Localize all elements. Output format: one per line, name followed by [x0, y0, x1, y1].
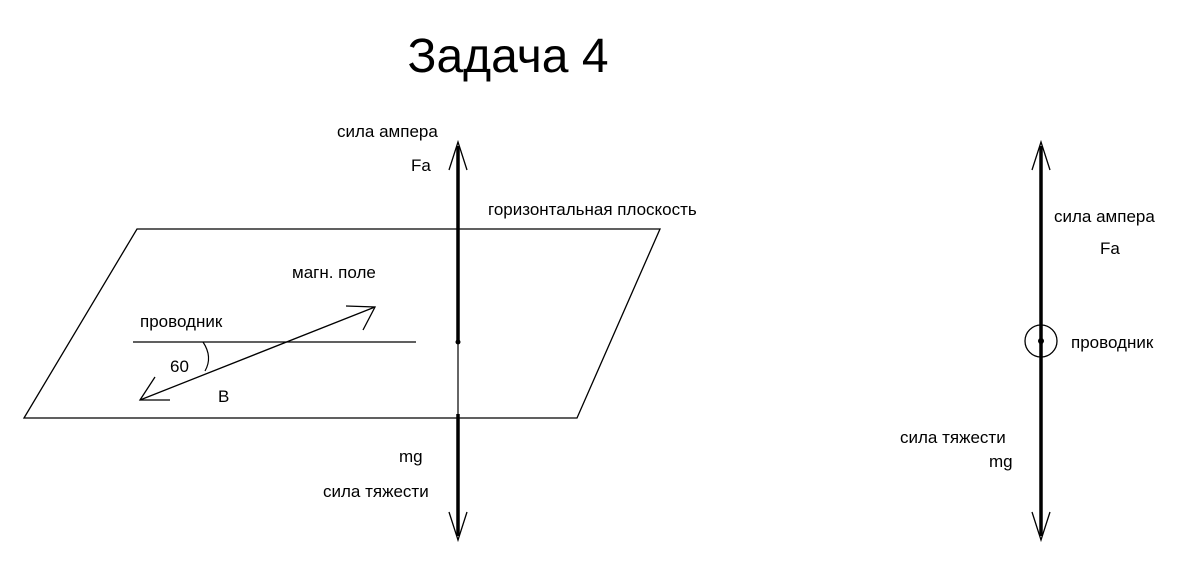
- plane-label: горизонтальная плоскость: [488, 200, 697, 219]
- field-vector-line: [139, 306, 376, 401]
- gravity-symbol: mg: [399, 447, 423, 466]
- ampere-force-label: сила ампера: [1054, 207, 1155, 226]
- ampere-force-arrowhead: [448, 139, 468, 171]
- gravity-symbol: mg: [989, 452, 1013, 471]
- ampere-force-label: сила ампера: [337, 122, 438, 141]
- field-arrowhead-lower: [138, 376, 170, 401]
- ampere-force-arrowhead: [1031, 139, 1051, 171]
- gravity-arrowhead: [1031, 511, 1051, 543]
- gravity-label: сила тяжести: [323, 482, 429, 501]
- ampere-force-symbol: Fa: [1100, 239, 1120, 258]
- current-dot-icon: [1038, 338, 1044, 344]
- conductor-point: [455, 339, 461, 345]
- page-title: Задача 4: [407, 30, 608, 83]
- horizontal-plane: [22, 228, 661, 419]
- field-symbol: B: [218, 387, 229, 406]
- field-arrowhead-upper: [345, 305, 377, 331]
- ampere-force-symbol: Fa: [411, 156, 431, 175]
- conductor-label: проводник: [140, 312, 223, 331]
- conductor-cross-section: [1024, 324, 1058, 358]
- gravity-arrowhead: [448, 511, 468, 543]
- conductor-label: проводник: [1071, 333, 1154, 352]
- gravity-label: сила тяжести: [900, 428, 1006, 447]
- right-diagram: сила ампера Fa проводник сила тяжести mg: [900, 139, 1155, 543]
- left-diagram: сила ампера Fa горизонтальная плоскость …: [22, 122, 697, 543]
- angle-arc: [202, 341, 210, 372]
- field-label: магн. поле: [292, 263, 376, 282]
- angle-value: 60: [170, 357, 189, 376]
